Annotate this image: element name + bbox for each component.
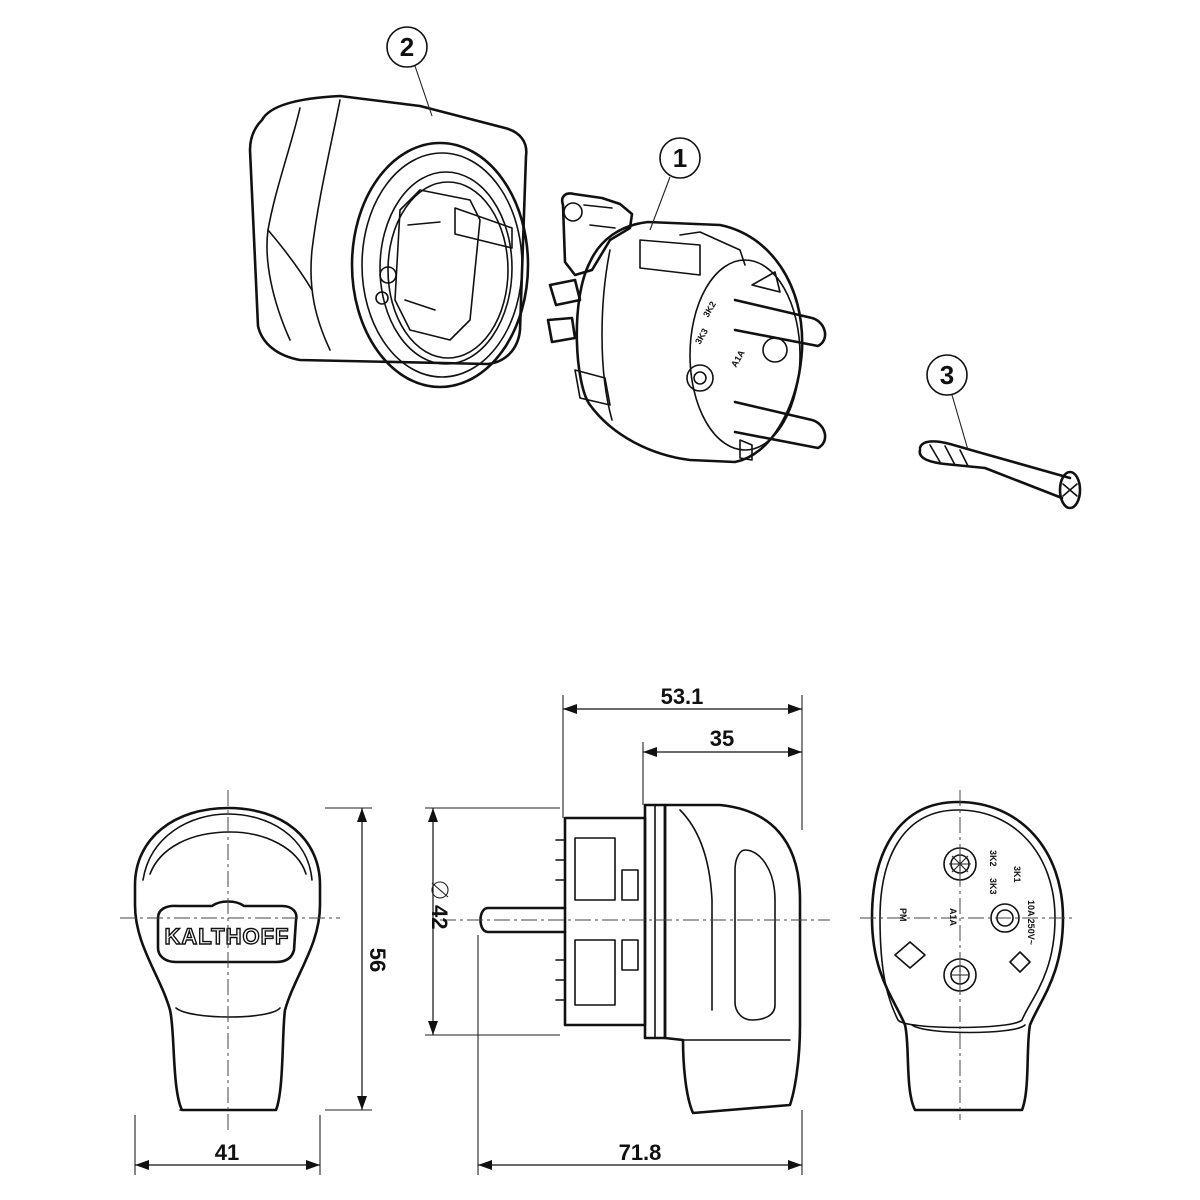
dim-diameter-group: 42 — [427, 881, 452, 929]
brand-mark: KALTHOFF — [165, 924, 290, 949]
dim-total-length: 53.1 — [661, 684, 704, 709]
pin-mark-1: 3K2 — [988, 850, 998, 867]
side-view: 53.1 35 42 71.8 — [425, 684, 830, 1175]
part-1-plug-insert: 3K2 3K3 A1A — [546, 192, 827, 464]
pin-mark-3: 3K3 — [988, 878, 998, 895]
face-mark-1: 3K2 — [701, 300, 718, 319]
pin-mark-2: 3K1 — [1012, 866, 1022, 883]
pin-face-view: 3K2 3K1 3K3 PM A1A 10A 250V~ — [860, 790, 1075, 1120]
pin-mark-5: A1A — [948, 908, 958, 927]
callout-1-label: 1 — [673, 143, 687, 173]
dim-width: 41 — [215, 1140, 239, 1165]
callout-1: 1 — [649, 137, 701, 231]
pin-mark-6: 10A 250V~ — [1026, 900, 1036, 945]
front-view: KALTHOFF 56 41 — [120, 790, 390, 1175]
dim-depth: 71.8 — [619, 1140, 662, 1165]
callout-3: 3 — [926, 354, 969, 451]
face-mark-3: A1A — [729, 348, 747, 369]
callout-2: 2 — [386, 26, 433, 117]
part-2-housing — [248, 94, 530, 389]
callout-2-label: 2 — [400, 32, 414, 62]
dim-diameter: 42 — [427, 905, 452, 929]
face-mark-2: 3K3 — [693, 327, 710, 346]
callout-3-label: 3 — [940, 360, 954, 390]
dim-plug-body: 35 — [710, 726, 734, 751]
part-3-screw — [918, 440, 1082, 510]
pin-mark-4: PM — [898, 908, 908, 922]
dim-height: 56 — [365, 948, 390, 972]
